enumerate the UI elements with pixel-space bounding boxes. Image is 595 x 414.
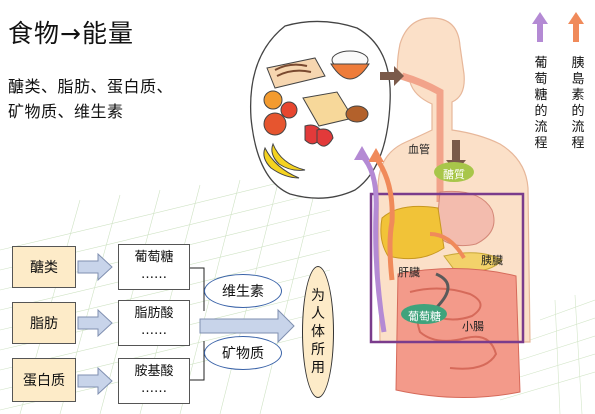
banana-icon bbox=[263, 142, 306, 179]
sugar-badge bbox=[434, 162, 474, 182]
pancreas-insulin-arrow bbox=[429, 232, 466, 260]
nutrient-list-line-1: 醣类、脂肪、蛋白质、 bbox=[8, 77, 174, 96]
tomato-icon bbox=[263, 112, 287, 136]
used-by-body-char-4: 所 bbox=[311, 342, 325, 358]
glucose-badge bbox=[401, 304, 447, 324]
used-by-body-char-2: 人 bbox=[311, 306, 325, 322]
glucose-flow-arrow bbox=[360, 154, 387, 333]
used-by-body-oval: 为 人 体 所 用 bbox=[302, 266, 334, 398]
small-intestine-label: 小腸 bbox=[462, 320, 484, 333]
insulin-legend-arrow bbox=[568, 12, 584, 42]
amino-acid-box: 胺基酸 …… bbox=[118, 358, 190, 404]
liver-shape bbox=[380, 205, 445, 260]
glucose-label: 葡萄糖 bbox=[134, 250, 174, 265]
body-illustration bbox=[354, 17, 531, 398]
fatty-acid-box: 脂肪酸 …… bbox=[118, 300, 190, 346]
food-bubble bbox=[249, 20, 391, 199]
pancreas-label: 胰臟 bbox=[481, 254, 503, 267]
amino-acid-ellipsis: …… bbox=[141, 381, 167, 396]
used-by-body-char-3: 体 bbox=[311, 324, 325, 340]
mineral-oval: 矿物质 bbox=[204, 336, 282, 370]
sugar-label: 醣質 bbox=[443, 168, 465, 181]
glucose-box: 葡萄糖 …… bbox=[118, 244, 190, 290]
digestive-region-frame bbox=[369, 192, 525, 344]
protein-label: 蛋白质 bbox=[23, 373, 65, 389]
amino-acid-label: 胺基酸 bbox=[134, 364, 174, 379]
carbohydrate-label: 醣类 bbox=[30, 260, 58, 276]
glucose-flow-legend: 葡萄糖的流程 bbox=[534, 56, 548, 151]
nutrient-list-line-2: 矿物质、维生素 bbox=[8, 102, 124, 121]
insulin-flow-legend: 胰島素的流程 bbox=[571, 56, 585, 151]
strawberry-icon bbox=[304, 124, 334, 147]
liver-label: 肝臟 bbox=[398, 266, 420, 279]
fatty-acid-label: 脂肪酸 bbox=[134, 306, 174, 321]
insulin-flow-arrow bbox=[373, 156, 395, 281]
fat-box: 脂肪 bbox=[12, 302, 76, 344]
vitamin-oval: 维生素 bbox=[204, 274, 282, 308]
intestine-glucose-arrow bbox=[434, 272, 450, 310]
food-intake-arrow bbox=[380, 66, 404, 86]
mineral-label: 矿物质 bbox=[222, 346, 264, 362]
glucose-legend-arrow bbox=[532, 12, 548, 42]
glucose-ellipsis: …… bbox=[141, 267, 167, 282]
page-title: 食物→能量 bbox=[8, 19, 134, 48]
intestine-shape bbox=[395, 267, 521, 398]
rice-bowl-icon bbox=[330, 50, 370, 80]
used-by-body-char-5: 用 bbox=[311, 360, 325, 376]
apple-icon bbox=[280, 101, 298, 119]
blood-vessel-label: 血管 bbox=[408, 143, 430, 156]
fat-label: 脂肪 bbox=[30, 316, 58, 332]
legend-arrows bbox=[532, 12, 584, 42]
used-by-body-char-1: 为 bbox=[311, 288, 325, 304]
glucose-badge-label: 葡萄糖 bbox=[408, 310, 441, 323]
protein-box: 蛋白质 bbox=[12, 358, 76, 402]
vitamin-label: 维生素 bbox=[222, 284, 264, 300]
bun-icon bbox=[345, 105, 369, 123]
fatty-acid-ellipsis: …… bbox=[141, 323, 167, 338]
orange-icon bbox=[263, 90, 283, 110]
noodle-box-icon bbox=[266, 57, 326, 89]
carbohydrate-box: 醣类 bbox=[12, 246, 76, 288]
